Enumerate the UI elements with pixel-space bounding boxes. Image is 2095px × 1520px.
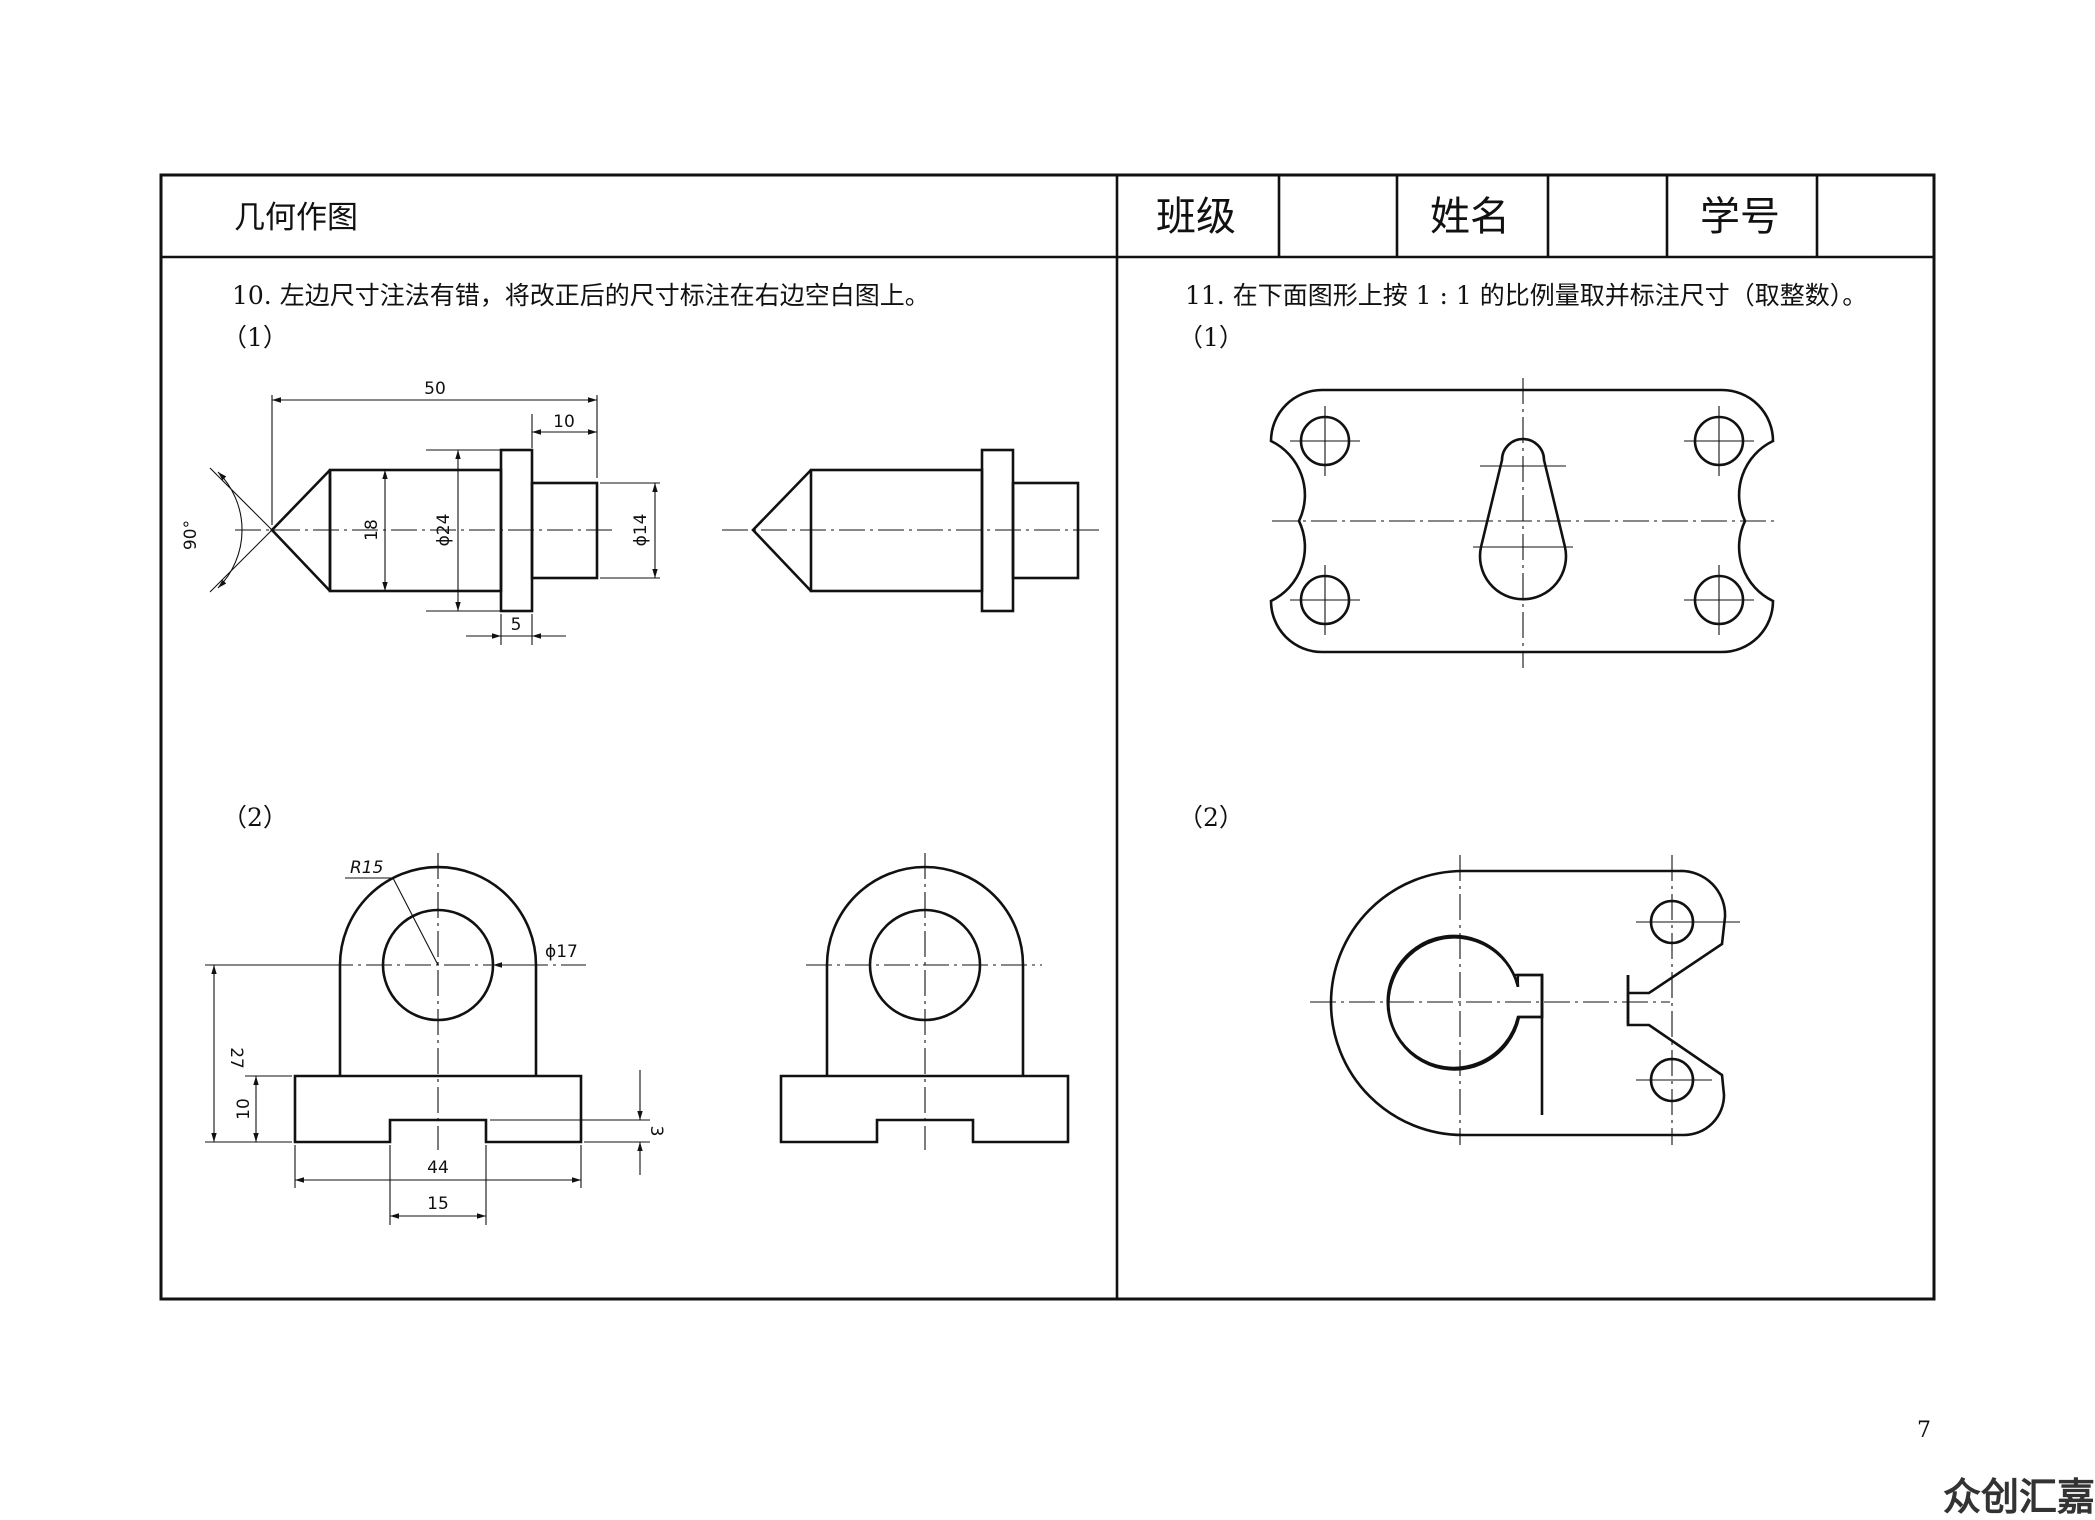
dim-5: 5 [511, 615, 522, 635]
question-10-text: 10. 左边尺寸注法有错，将改正后的尺寸标注在右边空白图上。 [232, 281, 930, 310]
name-field[interactable] [1550, 178, 1665, 255]
q10-2-original-drawing [205, 853, 650, 1225]
dim-44: 44 [427, 1158, 449, 1178]
question-10-part-1-label: （1） [222, 323, 288, 352]
name-label: 姓名 [1430, 194, 1510, 240]
class-label: 班级 [1156, 194, 1236, 240]
dim-phi-17: ϕ17 [545, 942, 578, 962]
worksheet-frame [159, 173, 1936, 1301]
class-field[interactable] [1281, 178, 1395, 255]
question-11-text: 11. 在下面图形上按 1 : 1 的比例量取并标注尺寸（取整数）。 [1185, 281, 1867, 310]
dim-27: 27 [226, 1047, 246, 1069]
page-title: 几何作图 [234, 200, 358, 236]
dim-18: 18 [362, 519, 382, 541]
q11-2-clamp-drawing[interactable] [1310, 855, 1740, 1145]
dim-10: 10 [553, 412, 575, 432]
q10-1-original-drawing [209, 395, 660, 645]
q10-2-answer-drawing[interactable] [779, 853, 1070, 1150]
q11-1-plate-drawing[interactable] [1269, 378, 1778, 668]
dim-15: 15 [427, 1194, 449, 1214]
q10-1-answer-drawing[interactable] [722, 448, 1100, 613]
dim-angle-90: 90° [181, 520, 201, 550]
dim-50: 50 [424, 379, 446, 399]
dim-phi-24: ϕ24 [434, 514, 454, 547]
dim-10b: 10 [234, 1098, 254, 1120]
question-10-part-2-label: （2） [222, 803, 288, 832]
watermark-logo: 众创汇嘉 [1943, 1475, 2095, 1519]
question-11-part-2-label: （2） [1178, 803, 1244, 832]
question-11-part-1-label: （1） [1178, 323, 1244, 352]
student-id-label: 学号 [1700, 194, 1780, 240]
dim-3: 3 [646, 1126, 666, 1137]
student-id-field[interactable] [1819, 178, 1932, 255]
dim-phi-14: ϕ14 [631, 514, 651, 547]
dim-r15: R15 [350, 858, 383, 878]
page-number: 7 [1917, 1418, 1931, 1443]
